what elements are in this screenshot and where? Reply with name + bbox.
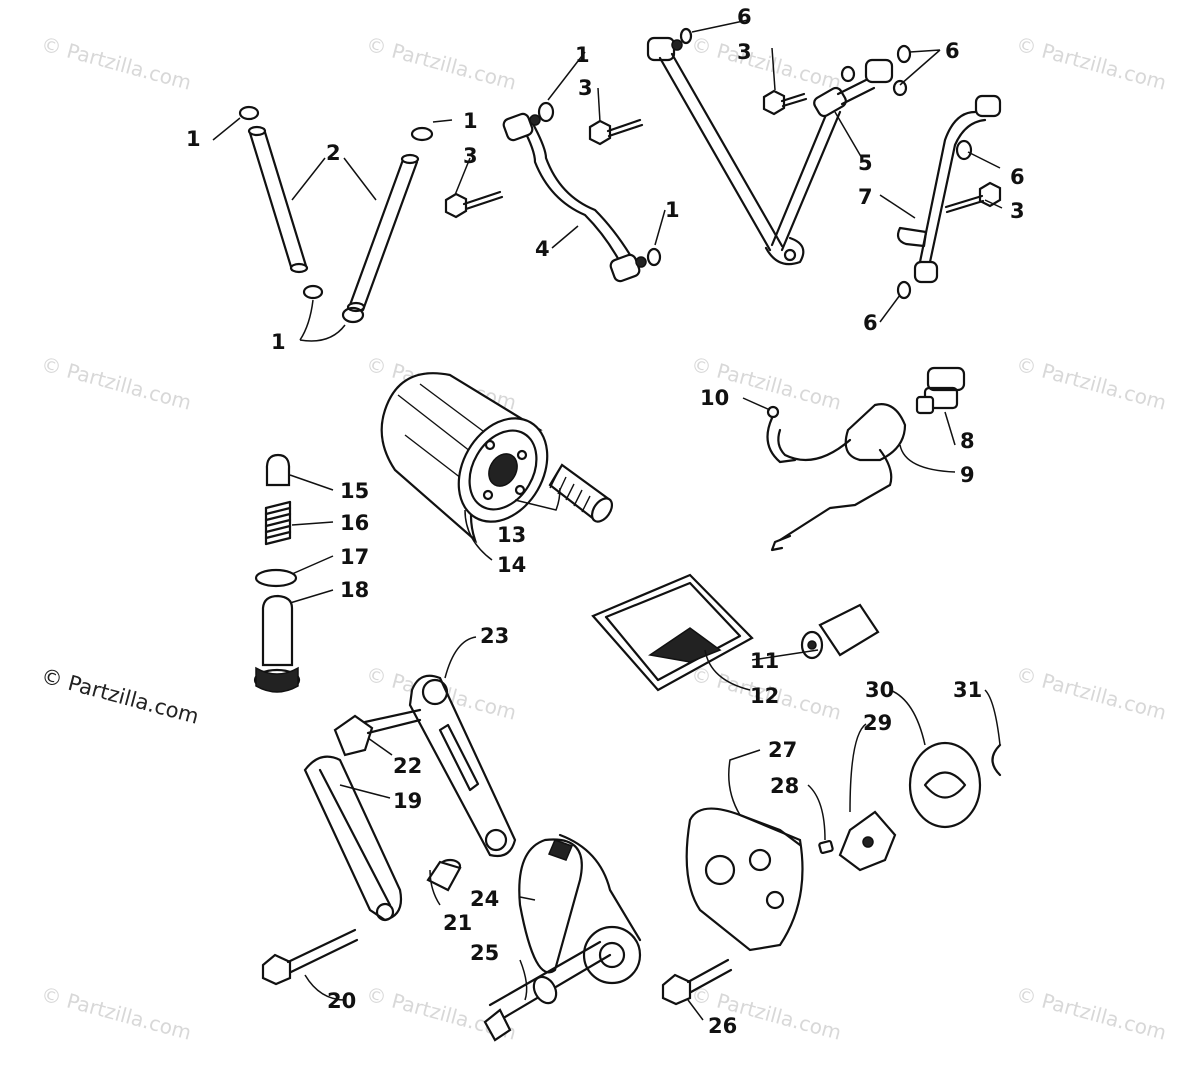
part-valve-body-18 xyxy=(253,594,301,693)
part-oil-line-4 xyxy=(502,112,647,283)
callout-17: 17 xyxy=(340,545,369,569)
callout-4: 4 xyxy=(535,237,550,261)
part-outer-rotor-30 xyxy=(908,741,982,829)
callout-6: 6 xyxy=(737,5,752,29)
part-oil-line-7 xyxy=(896,94,1002,300)
part-o-ring-17 xyxy=(254,568,298,588)
part-sensor-9 xyxy=(766,403,907,552)
part-oil-filter xyxy=(380,372,549,544)
callout-9: 9 xyxy=(960,463,975,487)
callout-14: 14 xyxy=(497,553,526,577)
part-tensioner-19 xyxy=(303,755,403,922)
watermark: © Partzilla.com xyxy=(1014,662,1169,725)
callout-7: 7 xyxy=(858,185,873,209)
callout-22: 22 xyxy=(393,754,422,778)
callout-18: 18 xyxy=(340,578,369,602)
callout-6: 6 xyxy=(945,39,960,63)
part-bolt-26 xyxy=(661,958,733,1006)
watermark: © Partzilla.com xyxy=(1014,352,1169,415)
part-guide-23 xyxy=(408,674,517,858)
callout-21: 21 xyxy=(443,911,472,935)
part-fitting-11 xyxy=(800,603,880,660)
callout-1: 1 xyxy=(463,109,478,133)
copyright-text: © Partzilla.com xyxy=(39,664,202,729)
part-pipe-right xyxy=(346,153,420,313)
callout-16: 16 xyxy=(340,511,369,535)
part-bushing-21 xyxy=(426,858,462,892)
part-pump-body-27 xyxy=(685,807,804,952)
part-pin-28 xyxy=(818,839,834,855)
callout-29: 29 xyxy=(863,711,892,735)
callout-15: 15 xyxy=(340,479,369,503)
callout-5: 5 xyxy=(858,151,873,175)
part-oil-line-5 xyxy=(646,27,912,266)
callout-28: 28 xyxy=(770,774,799,798)
callout-1: 1 xyxy=(186,127,201,151)
callout-13: 13 xyxy=(497,523,526,547)
part-shaft-25 xyxy=(483,925,642,1042)
callout-3: 3 xyxy=(463,144,478,168)
watermark: © Partzilla.com xyxy=(1014,982,1169,1045)
callout-23: 23 xyxy=(480,624,509,648)
callout-6: 6 xyxy=(863,311,878,335)
part-spring-16 xyxy=(264,500,292,546)
callout-24: 24 xyxy=(470,887,499,911)
part-pipe-left xyxy=(247,125,309,274)
watermark: © Partzilla.com xyxy=(39,352,194,415)
watermark-layer: © Partzilla.com © Partzilla.com © Partzi… xyxy=(39,32,1169,1045)
callout-27: 27 xyxy=(768,738,797,762)
watermark: © Partzilla.com xyxy=(689,32,844,95)
part-banjo-bolts xyxy=(444,89,1002,219)
callout-1: 1 xyxy=(665,198,680,222)
part-clip-31 xyxy=(991,743,1002,777)
callout-20: 20 xyxy=(327,989,356,1013)
part-o-rings xyxy=(238,101,662,324)
callout-11: 11 xyxy=(750,649,779,673)
callout-8: 8 xyxy=(960,429,975,453)
leader-lines xyxy=(212,19,1003,1021)
part-bolt-22 xyxy=(333,708,422,757)
watermark: © Partzilla.com xyxy=(1014,32,1169,95)
callout-26: 26 xyxy=(708,1014,737,1038)
callout-1: 1 xyxy=(575,43,590,67)
callout-3: 3 xyxy=(578,76,593,100)
part-chain-24 xyxy=(518,833,642,974)
callout-2: 2 xyxy=(326,141,341,165)
watermark: © Partzilla.com xyxy=(39,982,194,1045)
callout-19: 19 xyxy=(393,789,422,813)
callout-31: 31 xyxy=(953,678,982,702)
part-inner-rotor-29 xyxy=(838,810,897,872)
callout-10: 10 xyxy=(700,386,729,410)
part-bolt-20 xyxy=(261,928,359,986)
callout-30: 30 xyxy=(865,678,894,702)
callout-3: 3 xyxy=(737,40,752,64)
part-filter-nipple xyxy=(548,463,614,523)
part-oil-screen-12 xyxy=(591,573,754,692)
callout-numbers: 1 2 1 1 1 3 3 4 1 6 3 6 5 6 7 3 6 10 8 9… xyxy=(186,5,1025,1038)
callout-25: 25 xyxy=(470,941,499,965)
callout-12: 12 xyxy=(750,684,779,708)
part-switch-8 xyxy=(915,366,966,415)
watermark: © Partzilla.com xyxy=(39,32,194,95)
part-relief-cap-15 xyxy=(265,453,291,487)
callout-6: 6 xyxy=(1010,165,1025,189)
callout-3: 3 xyxy=(1010,199,1025,223)
callout-1: 1 xyxy=(271,330,286,354)
watermark: © Partzilla.com xyxy=(364,32,519,95)
